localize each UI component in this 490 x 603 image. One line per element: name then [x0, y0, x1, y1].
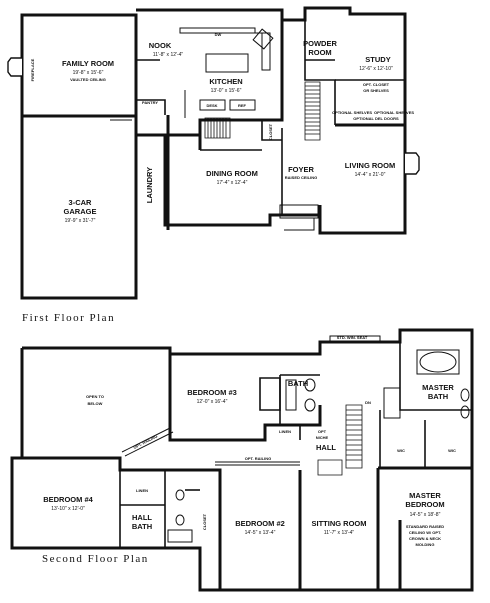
dw-label: DW — [215, 32, 222, 37]
powder-room-label: POWDER — [303, 39, 337, 48]
first-floor-stairs — [204, 81, 321, 141]
nook-dims: 11'-8" x 12'-4" — [153, 52, 184, 58]
first-floor-interior-walls — [136, 20, 405, 215]
wic-label-left: WIC — [397, 448, 405, 453]
fireplace-label: FIREPLACE — [30, 58, 35, 81]
linen-label-2: LINEN — [136, 488, 148, 493]
master-bedroom-label-2: BEDROOM — [405, 500, 444, 509]
hall-label: HALL — [316, 443, 336, 452]
hall-bath-label-2: BATH — [132, 522, 152, 531]
study-note-1: OPT. CLOSET — [363, 82, 390, 87]
master-bedroom-note-2: CEILING W/ OPT. — [409, 530, 441, 535]
desk-label: DESK — [206, 103, 217, 108]
living-room-dims: 14'-4" x 21'-0" — [355, 172, 386, 178]
bedroom3-label: BEDROOM #3 — [187, 388, 237, 397]
wic-label-right: WIC — [448, 448, 456, 453]
second-floor-walls — [10, 328, 474, 592]
garage-label: 3-CAR — [69, 198, 93, 207]
first-floor-walls — [20, 6, 407, 300]
bedroom4-dims: 13'-10" x 12'-0" — [51, 506, 85, 512]
first-floor-caption: First Floor Plan — [22, 312, 115, 324]
master-bedroom-note-1: STANDARD RAISED — [406, 524, 444, 529]
window-seat — [329, 335, 381, 343]
master-bedroom-label: MASTER — [409, 491, 441, 500]
closet-label-first: CLOSET — [268, 123, 273, 140]
master-bath-label-2: BATH — [428, 392, 448, 401]
master-bath-label: MASTER — [422, 383, 454, 392]
bedroom2-label: BEDROOM #2 — [235, 519, 285, 528]
hall-bath-label: HALL — [132, 513, 152, 522]
pantry-label: PANTRY — [142, 100, 158, 105]
dn-label: DN — [365, 400, 371, 405]
garage-dims: 19'-9" x 31'-7" — [65, 218, 96, 224]
second-floor-stairs — [317, 404, 363, 476]
optional-del-doors-label: OPTIONAL DEL DOORS — [353, 116, 399, 121]
second-floor-caption: Second Floor Plan — [42, 553, 149, 565]
family-room-dims: 19'-8" x 15'-6" — [73, 70, 104, 76]
std-win-seat-label: STD. WIN. SEAT — [337, 335, 368, 340]
bath-label: BATH — [288, 379, 308, 388]
foyer-label: FOYER — [288, 165, 314, 174]
optional-shelves-label: OPTIONAL SHELVES — [332, 110, 372, 115]
foyer-note: RAISED CEILING — [285, 175, 317, 180]
sitting-room-label: SITTING ROOM — [312, 519, 367, 528]
sitting-room-dims: 11'-7" x 13'-4" — [324, 530, 355, 536]
second-floor-interior-walls — [12, 342, 472, 548]
living-room-label: LIVING ROOM — [345, 161, 395, 170]
master-bedroom-dims: 14'-5" x 18'-8" — [410, 512, 441, 518]
bedroom3-dims: 12'-0" x 16'-4" — [197, 399, 228, 405]
study-note-2: OR SHELVES — [363, 88, 389, 93]
first-floor-porch — [110, 119, 319, 231]
kitchen-dims: 13'-0" x 15'-6" — [211, 88, 242, 94]
bedroom2-dims: 14'-5" x 13'-4" — [245, 530, 276, 536]
bedroom4-label: BEDROOM #4 — [43, 495, 93, 504]
kitchen-fixtures — [179, 27, 274, 118]
master-bedroom-note-3: CROWN & NECK — [409, 536, 441, 541]
ref-label: REF — [238, 103, 247, 108]
kitchen-label: KITCHEN — [209, 77, 242, 86]
railings — [121, 427, 300, 466]
nook-label: NOOK — [149, 41, 172, 50]
family-room-note: VAULTED CEILING — [70, 77, 106, 82]
bath-fixtures — [167, 349, 470, 543]
dining-room-label: DINING ROOM — [206, 169, 258, 178]
fireplace-icons — [7, 57, 420, 175]
study-dims: 12'-6" x 12'-10" — [359, 66, 393, 72]
family-room-label: FAMILY ROOM — [62, 59, 114, 68]
linen-label-1: LINEN — [279, 429, 291, 434]
powder-room-label-2: ROOM — [308, 48, 331, 57]
dining-room-dims: 17'-4" x 12'-4" — [217, 180, 248, 186]
optional-shelves-label-2: OPTIONAL SHELVES — [374, 110, 414, 115]
opt-niche-label: OPT — [318, 429, 327, 434]
open-below-label: OPEN TO — [86, 394, 104, 399]
open-below-label-2: BELOW — [88, 401, 103, 406]
opt-railing-label-2: OPT. RAILING — [245, 456, 271, 461]
closet-label-second: CLOSET — [202, 513, 207, 530]
laundry-label: LAUNDRY — [145, 167, 154, 203]
study-label: STUDY — [365, 55, 390, 64]
master-bedroom-note-4: MOLDING — [416, 542, 435, 547]
garage-label-2: GARAGE — [64, 207, 97, 216]
opt-niche-label-2: NICHE — [316, 435, 329, 440]
